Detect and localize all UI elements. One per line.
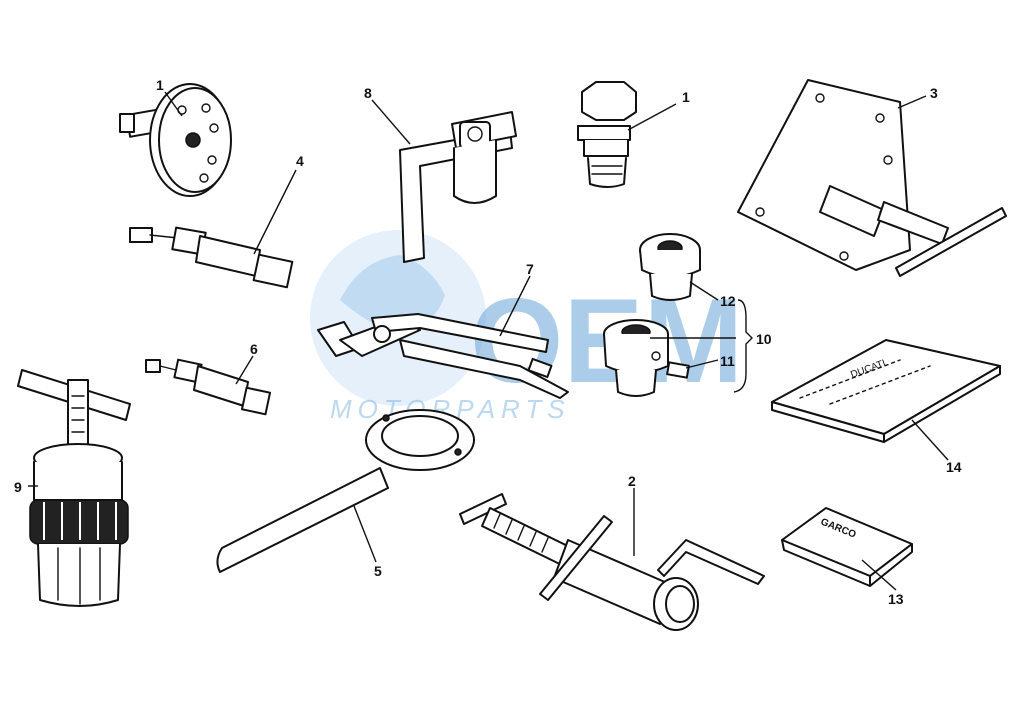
part-14-manual: DUCATI bbox=[771, 339, 1001, 443]
callouts: 1 1 2 3 4 5 6 7 8 9 10 11 12 13 14 bbox=[14, 77, 962, 607]
part-9-t-handle-puller bbox=[17, 369, 131, 607]
callout-7: 7 bbox=[526, 261, 534, 277]
callout-6: 6 bbox=[250, 341, 258, 357]
part-10-adapter bbox=[603, 319, 690, 397]
callout-8: 8 bbox=[364, 85, 372, 101]
callout-1-bolt: 1 bbox=[682, 89, 690, 105]
callout-3: 3 bbox=[930, 85, 938, 101]
callout-14: 14 bbox=[946, 459, 962, 475]
bracket-10 bbox=[733, 299, 753, 393]
callout-13: 13 bbox=[888, 591, 904, 607]
callout-12: 12 bbox=[720, 293, 736, 309]
callout-5: 5 bbox=[374, 563, 382, 579]
part-5-ring-spanner bbox=[216, 409, 475, 573]
callout-4: 4 bbox=[296, 153, 304, 169]
part-6-puller bbox=[145, 358, 272, 416]
part-4-puller bbox=[129, 226, 294, 289]
callout-9: 9 bbox=[14, 479, 22, 495]
callout-11: 11 bbox=[720, 353, 735, 369]
part-1-bolt bbox=[577, 81, 637, 188]
part-3-plate-tool bbox=[737, 79, 1007, 277]
part-7-holder-tool bbox=[317, 313, 569, 399]
part-8-bracket bbox=[399, 111, 517, 263]
watermark: OEM MOTORPARTS bbox=[310, 230, 743, 424]
callout-10: 10 bbox=[756, 331, 772, 347]
leader-lines bbox=[28, 91, 949, 591]
callout-1-disc: 1 bbox=[156, 77, 164, 93]
callout-2: 2 bbox=[628, 473, 636, 489]
part-1-puller-disc bbox=[119, 83, 232, 197]
part-12-adapter bbox=[639, 233, 701, 301]
part-13-pouch: GARCO bbox=[781, 507, 913, 587]
part-2-puller bbox=[459, 493, 765, 631]
